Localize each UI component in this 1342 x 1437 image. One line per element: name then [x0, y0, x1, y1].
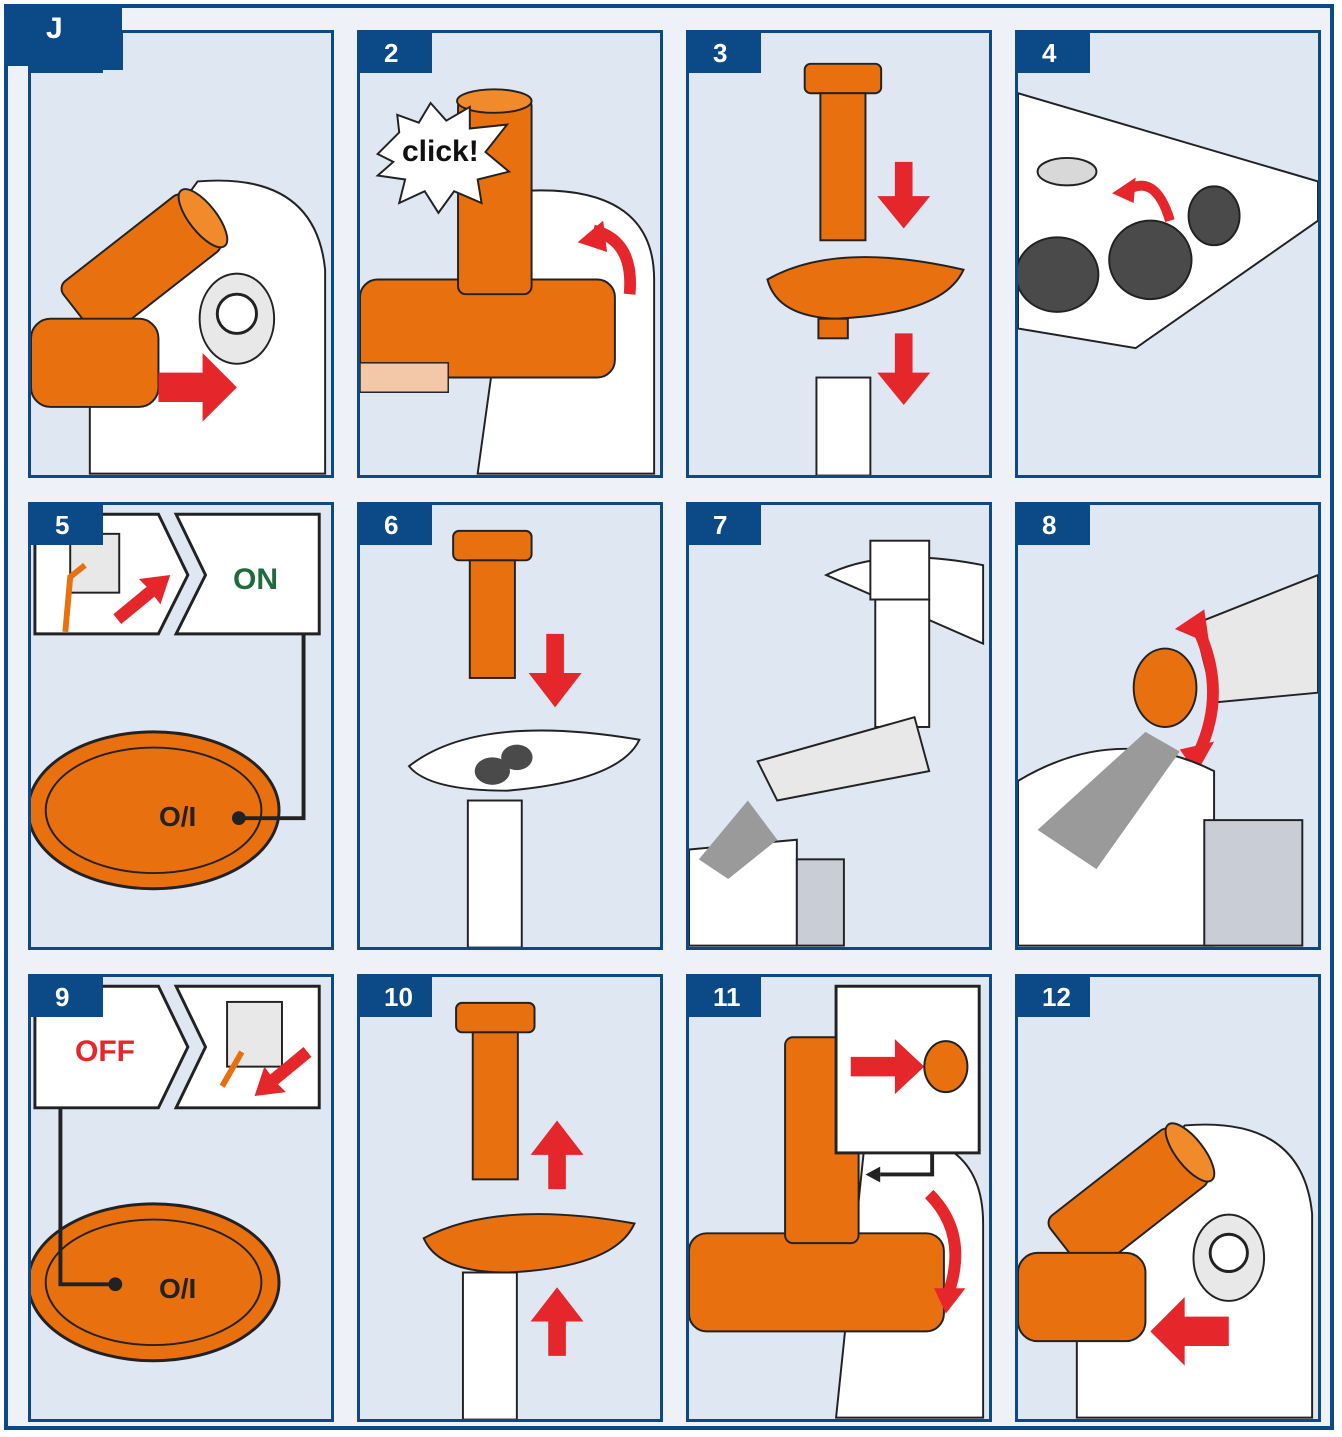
power-button-label: O/I — [159, 1273, 197, 1304]
step-panel-6: 6 — [357, 502, 663, 950]
switch-state-label: ON — [233, 563, 278, 596]
step-number: 4 — [1018, 33, 1090, 73]
peel-chestnuts-illustration — [1018, 92, 1318, 350]
switch-off-unplug-illustration — [31, 984, 321, 1363]
step-number: 12 — [1018, 977, 1090, 1017]
fill-hopper-illustration — [407, 529, 641, 947]
step-number: 10 — [360, 977, 432, 1017]
step-panel-5: 5 ON O/I — [28, 502, 334, 950]
step-number: 6 — [360, 505, 432, 545]
step-panel-2: 2 click! — [357, 30, 663, 478]
detach-tube-illustration — [1018, 1122, 1314, 1419]
insert-hopper-illustration — [766, 62, 965, 475]
step-panel-9: 9 OFF O/I — [28, 974, 334, 1422]
step-number: 11 — [689, 977, 761, 1017]
unlock-tube-illustration — [689, 984, 985, 1419]
click-callout: click! — [402, 135, 479, 168]
lock-tube-illustration — [360, 88, 656, 475]
step-number: 3 — [689, 33, 761, 73]
step-panel-4: 4 — [1015, 30, 1321, 478]
mincing-illustration — [689, 539, 985, 947]
step-number: 7 — [689, 505, 761, 545]
step-panel-1: 1 — [28, 30, 334, 478]
adjust-ring-illustration — [1018, 573, 1318, 947]
step-panel-11: 11 — [686, 974, 992, 1422]
power-button-label: O/I — [159, 801, 197, 832]
remove-hopper-illustration — [422, 1001, 636, 1419]
step-number: 5 — [31, 505, 103, 545]
step-panel-8: 8 — [1015, 502, 1321, 950]
switch-state-label: OFF — [75, 1035, 135, 1068]
step-panel-10: 10 — [357, 974, 663, 1422]
step-panel-7: 7 — [686, 502, 992, 950]
section-label: J — [4, 4, 123, 70]
plug-in-switch-on-illustration — [31, 512, 321, 891]
step-panel-3: 3 — [686, 30, 992, 478]
attach-tube-illustration — [31, 179, 327, 475]
step-number: 2 — [360, 33, 432, 73]
step-panel-12: 12 — [1015, 974, 1321, 1422]
step-number: 8 — [1018, 505, 1090, 545]
step-number: 9 — [31, 977, 103, 1017]
